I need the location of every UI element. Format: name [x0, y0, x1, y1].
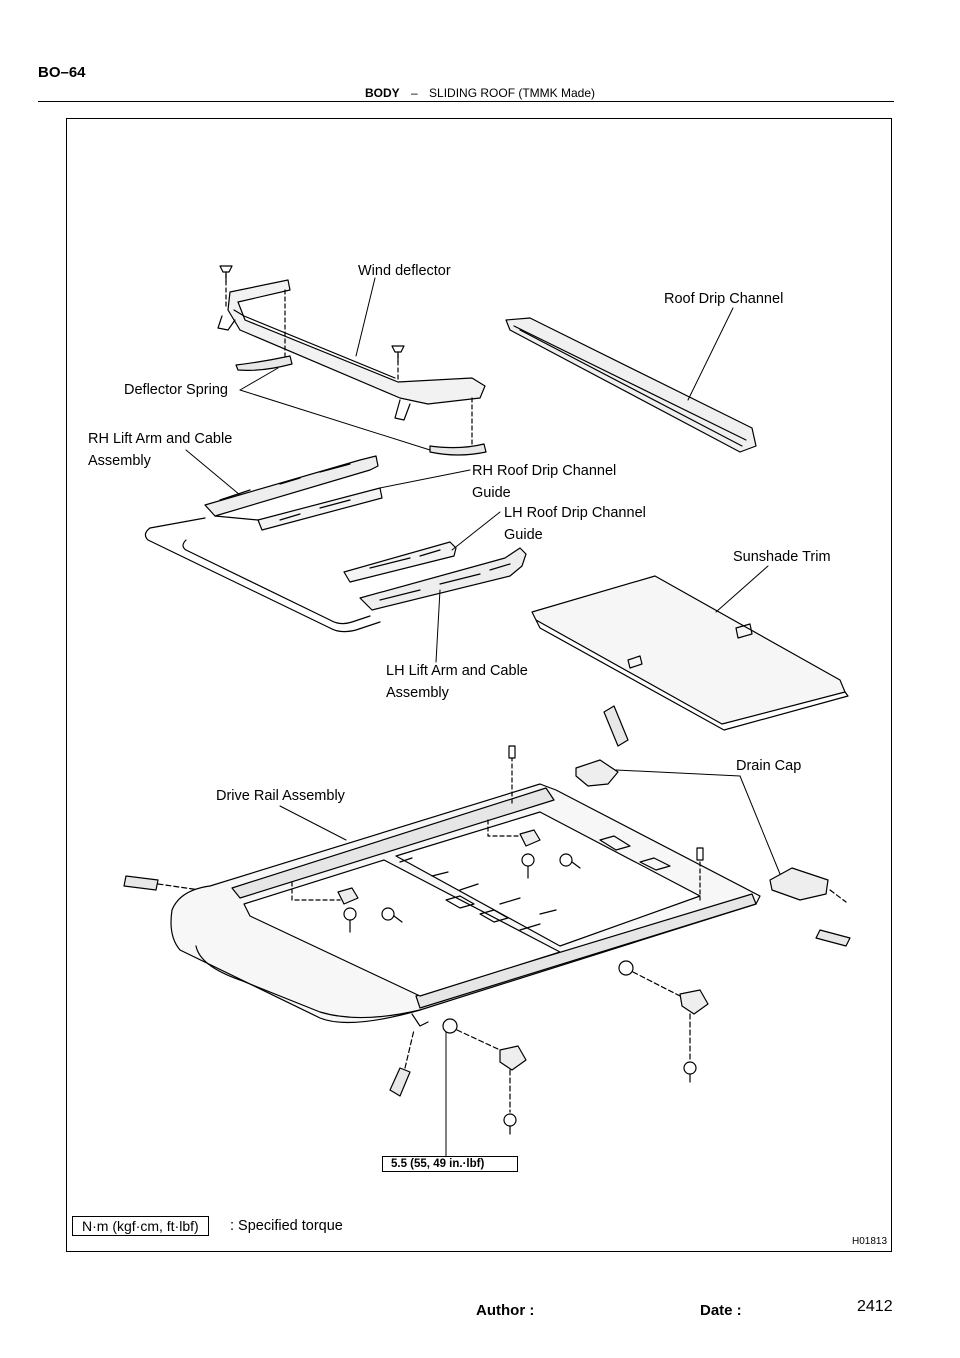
label-rh-roof-drip-guide-line2: Guide: [472, 485, 511, 501]
figure-frame: [66, 118, 892, 1252]
cable-loop: [144, 515, 381, 633]
page-code: BO–64: [38, 64, 86, 81]
bolts-and-brackets: [291, 745, 709, 1135]
label-wind-deflector: Wind deflector: [358, 263, 451, 279]
torque-value-box: 5.5 (55, 49 in.·lbf): [382, 1156, 518, 1172]
label-lh-lift-arm: LH Lift Arm and Cable Assembly: [386, 660, 528, 704]
section-header: BODY – SLIDING ROOF (TMMK Made): [0, 86, 960, 100]
footer-author: Author :: [476, 1302, 534, 1319]
lh-lift-arm-part: [359, 547, 527, 611]
label-drain-cap: Drain Cap: [736, 758, 802, 774]
figure-id: H01813: [852, 1236, 888, 1247]
footer-author-label: Author :: [476, 1302, 535, 1319]
drive-rail-part: [170, 783, 761, 1027]
label-rh-lift-arm: RH Lift Arm and Cable Assembly: [88, 428, 232, 472]
label-lh-roof-drip-guide: LH Roof Drip Channel Guide: [504, 502, 646, 546]
label-drive-rail: Drive Rail Assembly: [216, 788, 345, 804]
label-lh-lift-arm-line2: Assembly: [386, 685, 449, 701]
footer-date-label: Date :: [700, 1302, 742, 1319]
roof-drip-channel-part: [505, 317, 757, 453]
header-rule: [38, 101, 894, 102]
leader-lines: [185, 277, 781, 1157]
label-rh-lift-arm-line2: Assembly: [88, 453, 151, 469]
sunshade-trim-part: [531, 575, 849, 731]
section-separator: –: [410, 86, 418, 100]
label-rh-roof-drip-guide-line1: RH Roof Drip Channel: [472, 463, 617, 479]
torque-unit-caption: : Specified torque: [230, 1218, 343, 1234]
torque-unit-box: N·m (kgf·cm, ft·lbf): [72, 1216, 209, 1236]
label-roof-drip-channel: Roof Drip Channel: [664, 291, 784, 307]
wind-deflector-part: [217, 265, 487, 456]
label-lh-lift-arm-line1: LH Lift Arm and Cable: [386, 663, 528, 679]
label-lh-roof-drip-guide-line2: Guide: [504, 527, 543, 543]
label-rh-lift-arm-line1: RH Lift Arm and Cable: [88, 431, 233, 447]
label-sunshade-trim: Sunshade Trim: [733, 549, 831, 565]
drain-hoses: [123, 705, 851, 1097]
drain-cap-parts: [575, 759, 847, 903]
lh-roof-drip-guide-part: [343, 541, 457, 583]
footer-date: Date :: [700, 1302, 742, 1319]
footer-page-number: 2412: [857, 1298, 893, 1315]
section-subtitle: SLIDING ROOF (TMMK Made): [429, 86, 596, 100]
label-lh-roof-drip-guide-line1: LH Roof Drip Channel: [504, 505, 646, 521]
label-deflector-spring: Deflector Spring: [124, 382, 228, 398]
label-rh-roof-drip-guide: RH Roof Drip Channel Guide: [472, 460, 616, 504]
section-title: BODY: [364, 86, 400, 100]
